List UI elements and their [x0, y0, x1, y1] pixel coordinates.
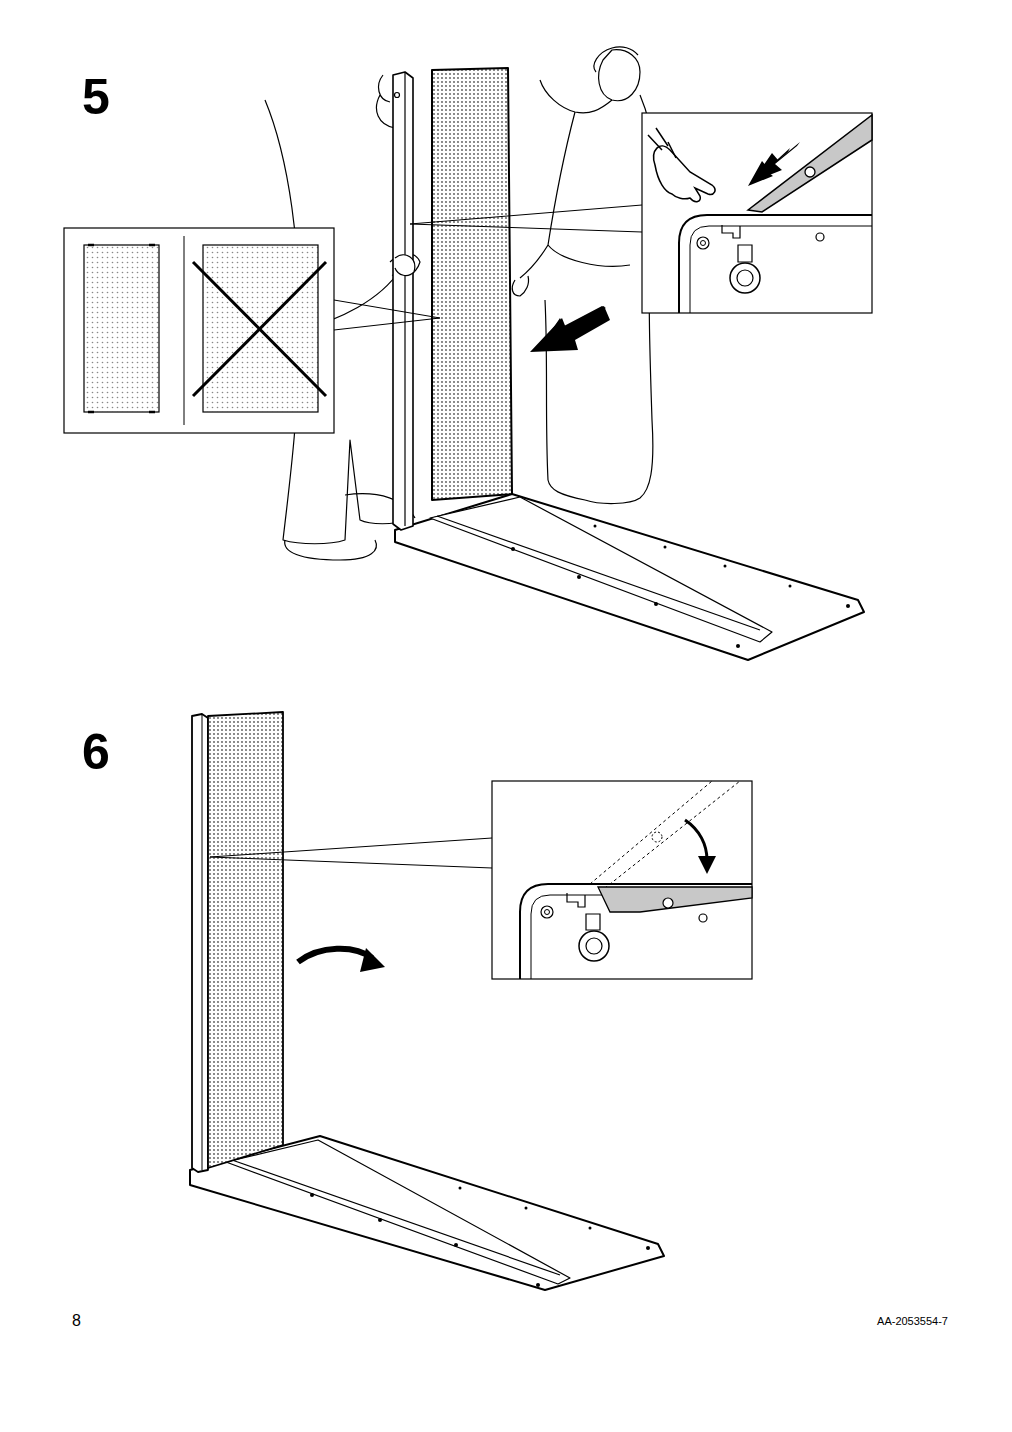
step-number: 5: [82, 72, 110, 122]
orientation-inset: [64, 228, 440, 433]
rotate-detail-inset: [210, 781, 752, 979]
document-code: AA-2053554-7: [877, 1316, 948, 1327]
step-number: 6: [82, 727, 110, 777]
slot-detail-inset: [410, 113, 872, 313]
page-number: 8: [72, 1313, 81, 1329]
